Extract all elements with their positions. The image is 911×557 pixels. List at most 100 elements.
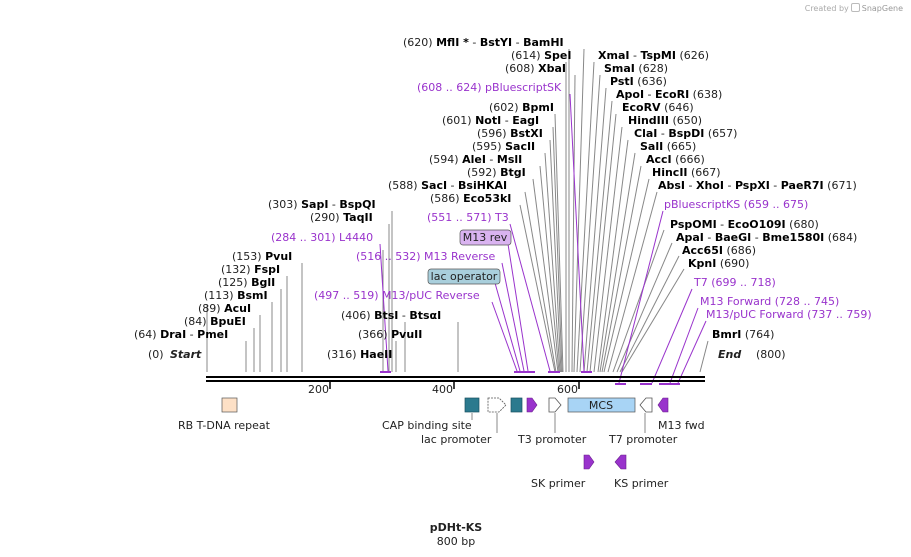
site-position: (638) bbox=[693, 88, 723, 101]
t3-promoter-feature bbox=[548, 397, 562, 413]
enzyme-name: SalI bbox=[640, 140, 663, 153]
site-label-drai: (64) DraI - PmeI bbox=[134, 328, 228, 341]
enzyme-name: TspMI bbox=[640, 49, 676, 62]
site-position: (84) bbox=[184, 315, 207, 328]
site-label-bpmi: (602) BpmI bbox=[489, 101, 554, 114]
rb-tdna-repeat-label: RB T-DNA repeat bbox=[178, 419, 271, 432]
enzyme-name: BsmI bbox=[237, 289, 268, 302]
created-by-text: Created by bbox=[804, 4, 849, 13]
cap-binding-site-label: CAP binding site bbox=[382, 419, 472, 432]
site-position: (665) bbox=[667, 140, 697, 153]
site-label-psti: PstI (636) bbox=[610, 75, 667, 88]
site-label-acc65i: Acc65I (686) bbox=[682, 244, 756, 257]
site-position: (646) bbox=[664, 101, 694, 114]
site-label-pvuii: (366) PvuII bbox=[358, 328, 422, 341]
snapgene-logo-icon bbox=[850, 3, 860, 12]
enzyme-name: BmrI bbox=[712, 328, 741, 341]
primer-label-m13-reverse: (516 .. 532) M13 Reverse bbox=[356, 250, 495, 263]
end-pos: (800) bbox=[756, 348, 786, 361]
enzyme-name: SacII bbox=[505, 140, 535, 153]
site-position: (601) bbox=[442, 114, 472, 127]
site-label-xmai: XmaI - TspMI (626) bbox=[598, 49, 709, 62]
enzyme-name: XbaI bbox=[538, 62, 566, 75]
enzyme-name: PaeR7I bbox=[781, 179, 824, 192]
tick-400: 400 bbox=[432, 383, 453, 396]
lac-operator-feature bbox=[510, 397, 523, 413]
enzyme-name: PspOMI bbox=[670, 218, 717, 231]
enzyme-name: HindIII bbox=[628, 114, 669, 127]
rb-tdna-repeat-feature bbox=[221, 397, 238, 413]
enzyme-name: XhoI bbox=[696, 179, 724, 192]
enzyme-name: BtsαI bbox=[409, 309, 441, 322]
site-label-alei: (594) AleI - MslI bbox=[429, 153, 522, 166]
m13-rev-box bbox=[459, 229, 512, 246]
feature-leader-lines bbox=[471, 413, 646, 433]
site-position: (620) bbox=[403, 36, 433, 49]
site-position: (602) bbox=[489, 101, 519, 114]
site-position: (406) bbox=[341, 309, 371, 322]
site-position: (592) bbox=[467, 166, 497, 179]
enzyme-name: MflI * bbox=[436, 36, 469, 49]
site-label-xbai: (608) XbaI bbox=[505, 62, 566, 75]
enzyme-name: ApoI bbox=[616, 88, 644, 101]
enzyme-name: ApaI bbox=[676, 231, 704, 244]
t3-promoter-label: T3 promoter bbox=[517, 433, 587, 446]
primer-label-m13-puc-reverse: (497 .. 519) M13/pUC Reverse bbox=[314, 289, 480, 302]
enzyme-name: BstYI bbox=[480, 36, 512, 49]
site-position: (153) bbox=[232, 250, 262, 263]
site-position: (667) bbox=[691, 166, 721, 179]
enzyme-name: Eco53kI bbox=[463, 192, 511, 205]
primer-label-pbluescriptks: pBluescriptKS (659 .. 675) bbox=[664, 198, 808, 211]
enzyme-name: KpnI bbox=[688, 257, 716, 270]
enzyme-name: BspQI bbox=[339, 198, 375, 211]
site-position: (671) bbox=[827, 179, 857, 192]
enzyme-name: Bme1580I bbox=[762, 231, 824, 244]
feature-labels: RB T-DNA repeat CAP binding site lac pro… bbox=[178, 419, 705, 490]
site-label-smai: SmaI (628) bbox=[604, 62, 668, 75]
m13-fwd-label: M13 fwd bbox=[658, 419, 705, 432]
tick-200: 200 bbox=[308, 383, 329, 396]
site-label-apai: ApaI - BaeGI - Bme1580I (684) bbox=[676, 231, 857, 244]
lac-operator-box bbox=[427, 268, 501, 285]
site-position: (366) bbox=[358, 328, 388, 341]
site-label-spei: (614) SpeI bbox=[511, 49, 571, 62]
end-label: End bbox=[718, 348, 741, 361]
mcs-label: MCS bbox=[589, 399, 613, 412]
site-label-sacii: (595) SacII bbox=[472, 140, 535, 153]
site-position: (764) bbox=[745, 328, 775, 341]
leader-lines bbox=[206, 48, 709, 373]
site-label-btsi: (406) BtsI - BtsαI bbox=[341, 309, 441, 322]
sk-primer-feature bbox=[583, 454, 595, 470]
restriction-site-labels: (620) MflI * - BstYI - BamHI(614) SpeI(6… bbox=[134, 36, 857, 361]
site-label-kpni: KpnI (690) bbox=[688, 257, 749, 270]
primer-label-m13-puc-forward: M13/pUC Forward (737 .. 759) bbox=[706, 308, 872, 321]
site-position: (132) bbox=[221, 263, 251, 276]
site-label-taqii: (290) TaqII bbox=[310, 211, 373, 224]
enzyme-name: EcoO109I bbox=[728, 218, 786, 231]
primer-label-t7: T7 (699 .. 718) bbox=[693, 276, 776, 289]
primer-label-pbluescriptsk: (608 .. 624) pBluescriptSK bbox=[417, 81, 562, 94]
enzyme-name: BaeGI bbox=[715, 231, 751, 244]
site-label-bpuei: (84) BpuEI bbox=[184, 315, 246, 328]
enzyme-name: FspI bbox=[254, 263, 280, 276]
site-position: (626) bbox=[679, 49, 709, 62]
enzyme-name: EcoRI bbox=[655, 88, 689, 101]
site-label-ecorv: EcoRV (646) bbox=[622, 101, 694, 114]
enzyme-name: SpeI bbox=[544, 49, 571, 62]
site-label-apoi: ApoI - EcoRI (638) bbox=[616, 88, 722, 101]
site-position: (657) bbox=[708, 127, 738, 140]
enzyme-name: ClaI bbox=[634, 127, 657, 140]
start-label: Start bbox=[170, 348, 202, 361]
map-length: 800 bp bbox=[437, 535, 475, 548]
site-label-clai: ClaI - BspDI (657) bbox=[634, 127, 737, 140]
enzyme-name: BpmI bbox=[522, 101, 554, 114]
site-position: (595) bbox=[472, 140, 502, 153]
enzyme-name: EagI bbox=[512, 114, 539, 127]
lac-operator-box-label: lac operator bbox=[431, 270, 498, 283]
enzyme-name: SacI bbox=[421, 179, 447, 192]
enzyme-name: HincII bbox=[652, 166, 688, 179]
site-position: (686) bbox=[726, 244, 756, 257]
enzyme-name: PstI bbox=[610, 75, 634, 88]
backbone-bottom-strand bbox=[206, 380, 705, 382]
